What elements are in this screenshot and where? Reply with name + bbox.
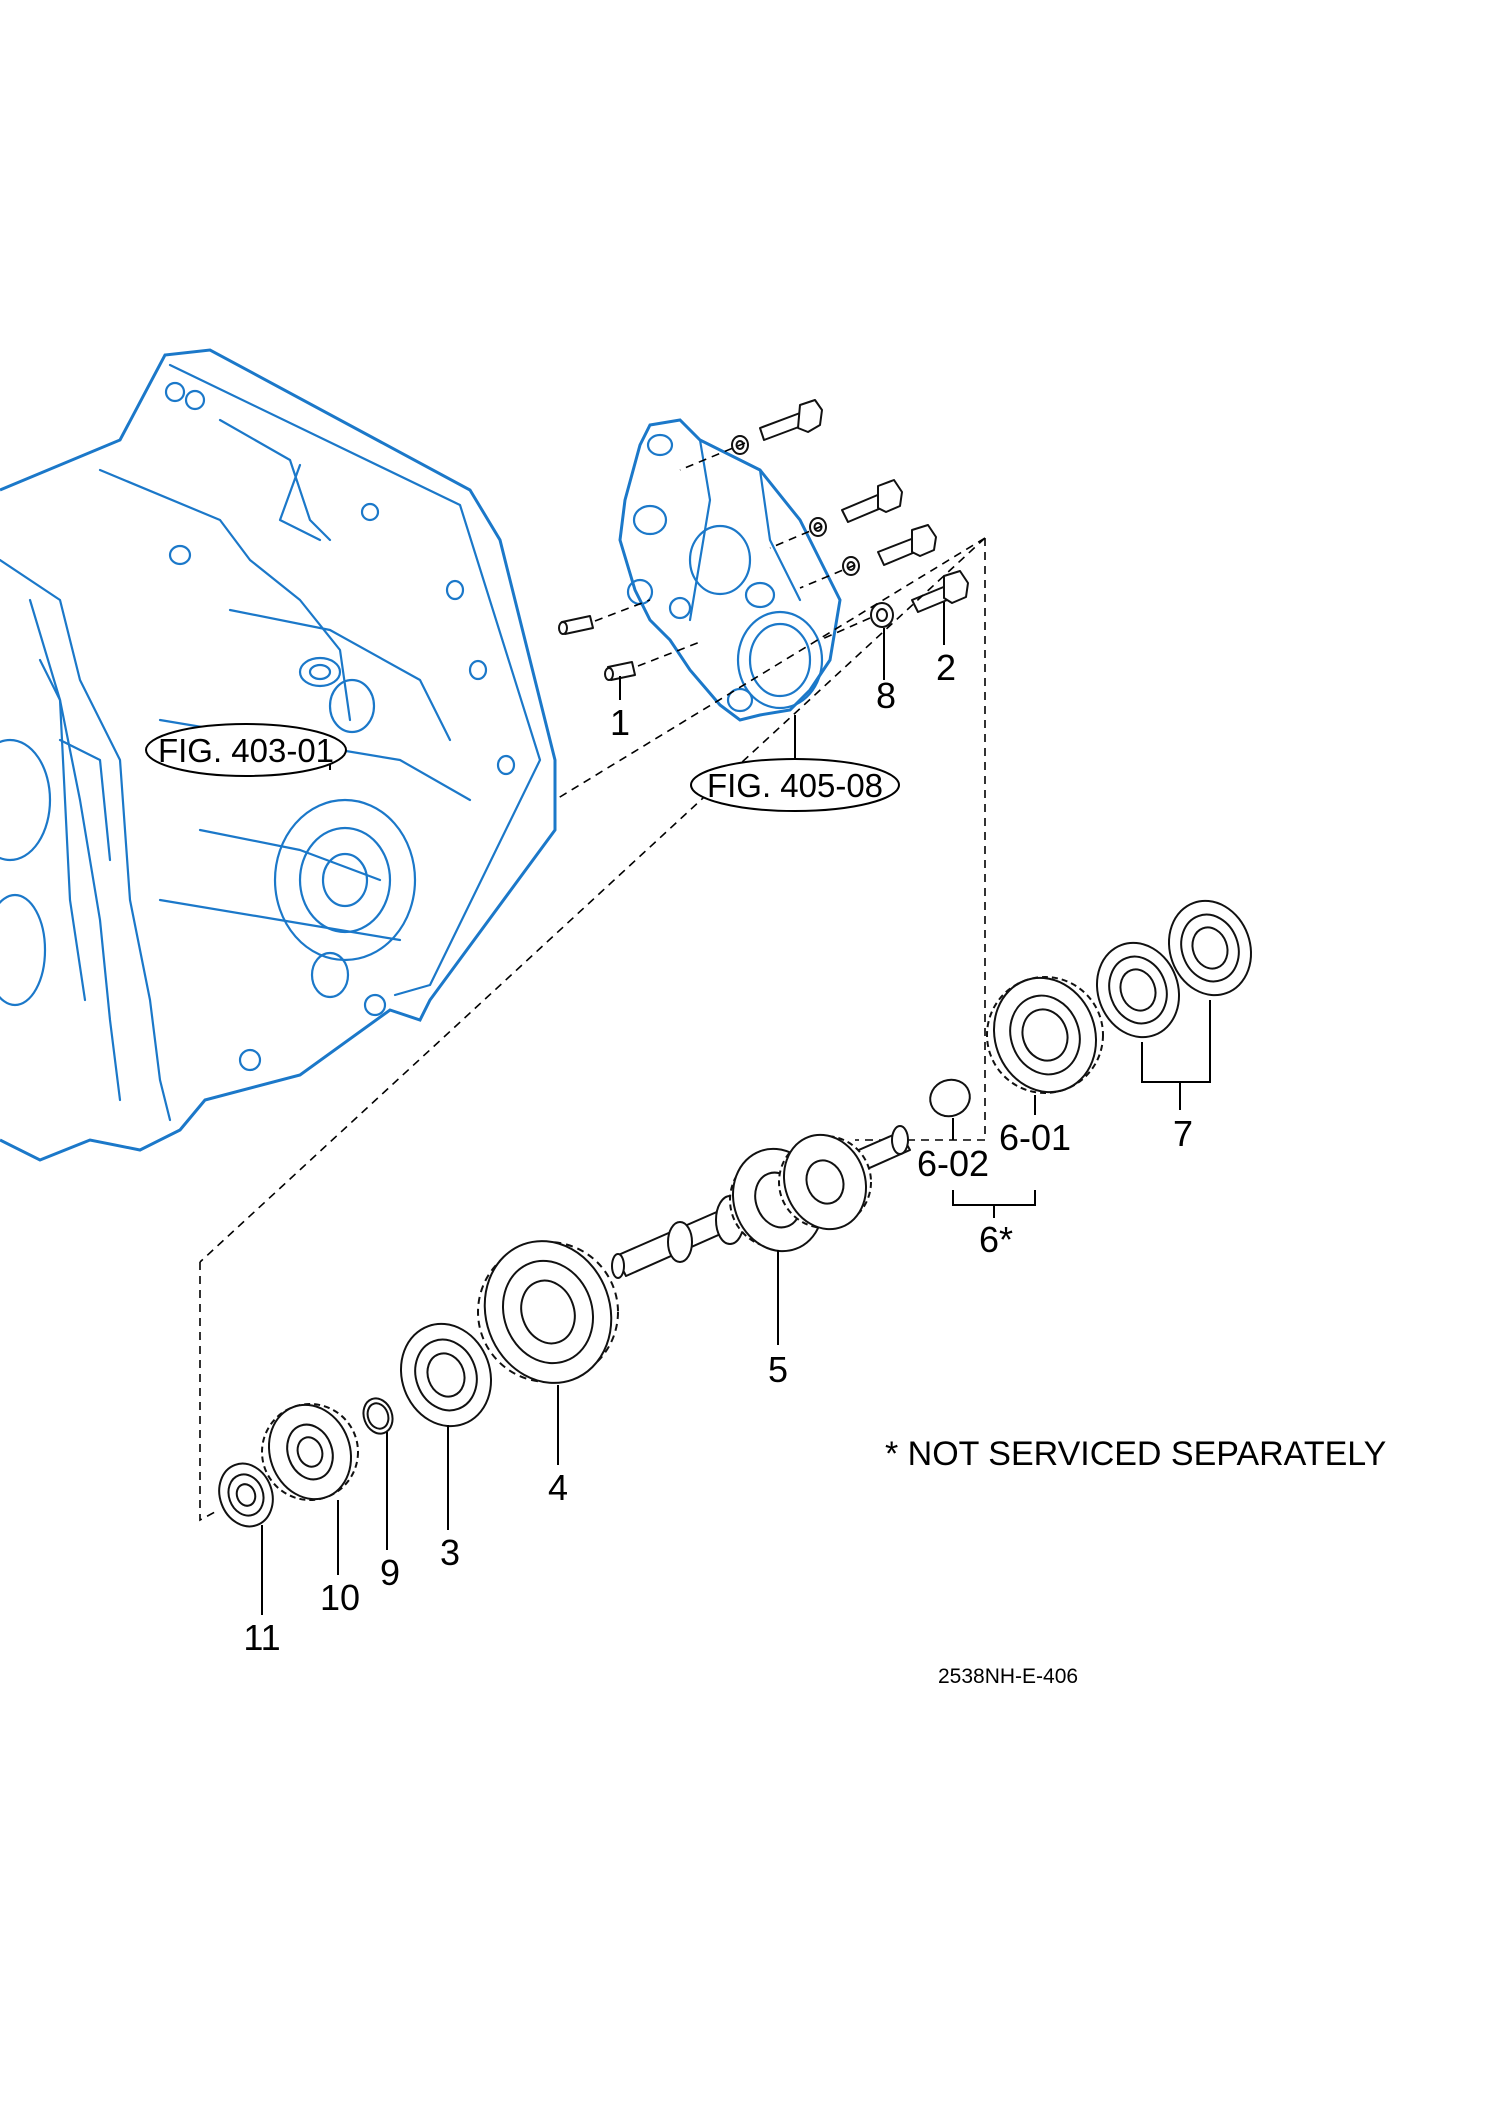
not-serviced-note: * NOT SERVICED SEPARATELY (885, 1435, 1386, 1473)
callout-11: 11 (243, 1617, 280, 1658)
callout-5: 5 (768, 1349, 788, 1390)
callout-7: 7 (1173, 1113, 1193, 1154)
cover-plate (618, 418, 842, 722)
callout-8: 8 (876, 675, 896, 716)
callout-6-02: 6-02 (917, 1143, 989, 1184)
callout-2: 2 (936, 647, 956, 688)
shaft-5 (611, 1125, 911, 1279)
figure-ref-cover[interactable]: FIG. 405-08 (690, 758, 900, 812)
bearing-7 (1095, 899, 1253, 1039)
figure-ref-housing-label: FIG. 403-01 (158, 732, 334, 769)
gear-4 (477, 1240, 619, 1384)
leader-lines (261, 602, 1211, 1615)
callout-1: 1 (610, 702, 630, 743)
figure-ref-housing[interactable]: FIG. 403-01 (145, 723, 347, 777)
callout-3: 3 (440, 1532, 460, 1573)
bearing-3 (399, 1322, 493, 1428)
snap-ring-9 (362, 1397, 394, 1435)
callout-9: 9 (380, 1552, 400, 1593)
callout-6-01: 6-01 (999, 1117, 1071, 1158)
bolts-and-washers (558, 399, 969, 681)
callout-labels: 1 2 8 6-02 6-01 6* 7 5 4 3 9 10 11 (243, 647, 1193, 1658)
callout-4: 4 (548, 1467, 568, 1508)
transmission-housing (0, 348, 557, 1162)
drawing-code: 2538NH-E-406 (938, 1665, 1078, 1688)
callout-6: 6* (979, 1219, 1013, 1260)
bushing-6-02 (929, 1078, 971, 1118)
gear-10 (261, 1403, 359, 1501)
gear-6-01 (986, 976, 1104, 1094)
figure-ref-cover-label: FIG. 405-08 (707, 767, 883, 804)
bearing-11 (218, 1462, 274, 1528)
callout-10: 10 (320, 1577, 360, 1618)
